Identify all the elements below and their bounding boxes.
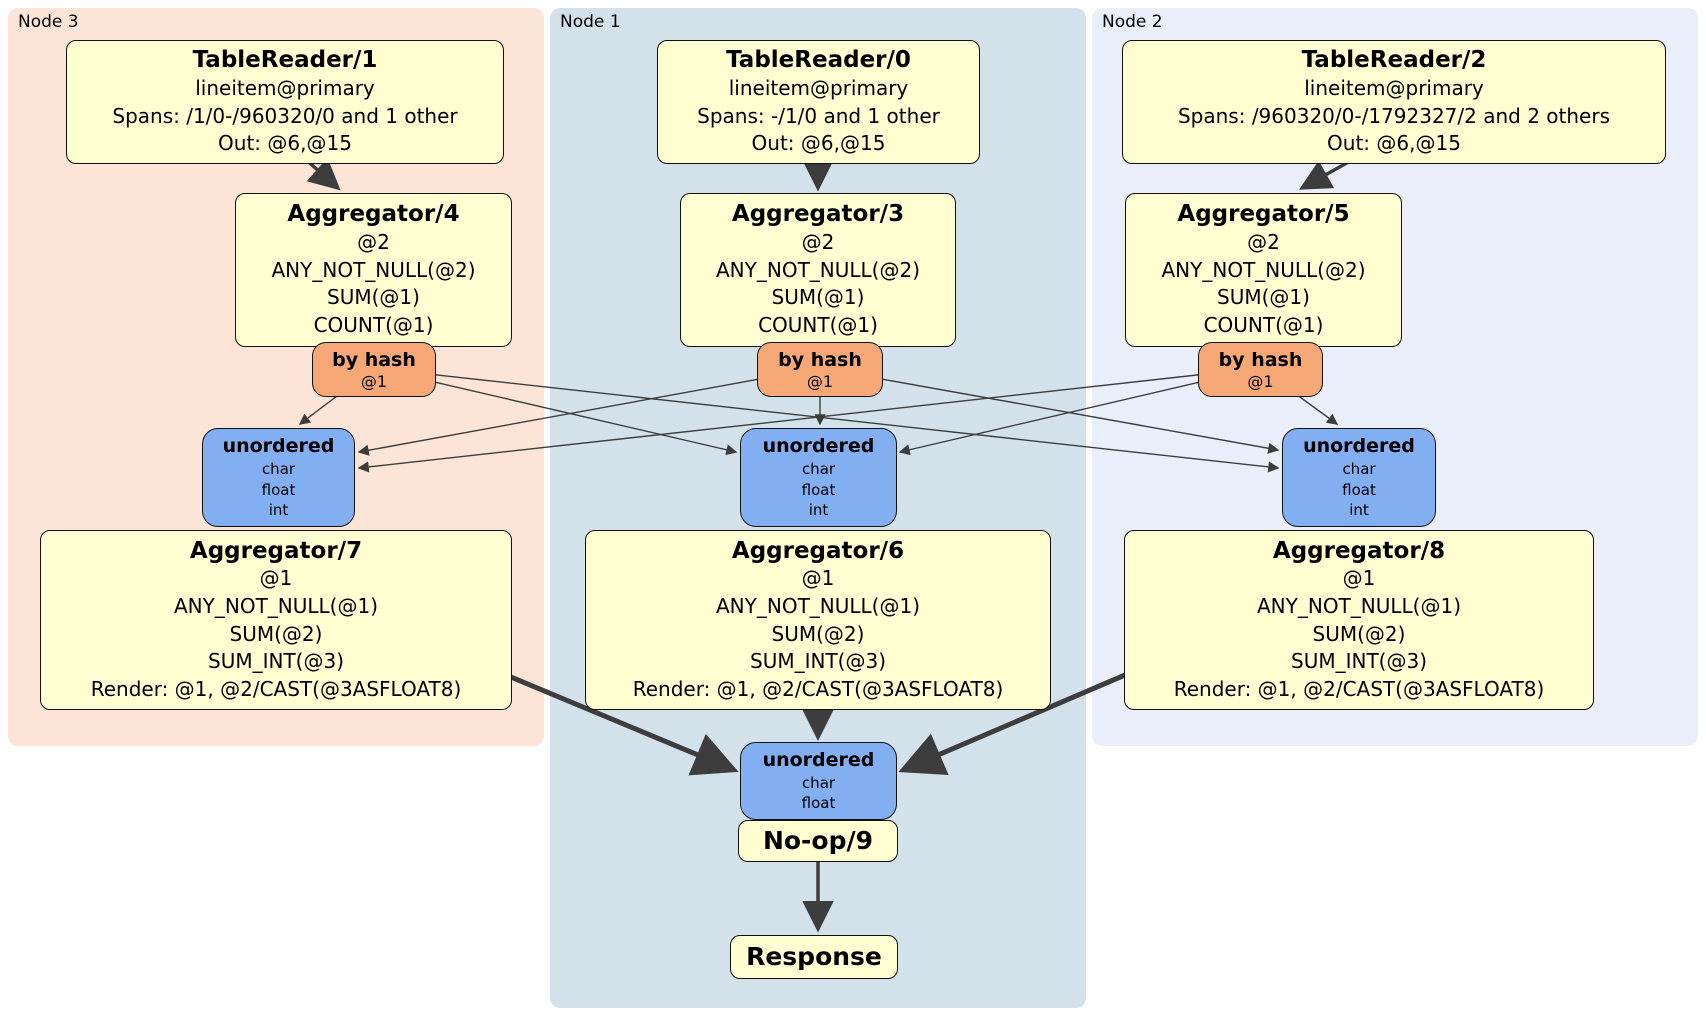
router-hash-center-box: by hash @1 (757, 342, 883, 397)
aggregator-6-box: Aggregator/6 @1 ANY_NOT_NULL(@1) SUM(@2)… (585, 530, 1051, 710)
aggregator-4-fn1: ANY_NOT_NULL(@2) (271, 257, 476, 282)
aggregator-7-group: @1 (259, 566, 293, 591)
aggregator-4-box: Aggregator/4 @2 ANY_NOT_NULL(@2) SUM(@1)… (235, 193, 512, 347)
aggregator-5-fn1: ANY_NOT_NULL(@2) (1161, 257, 1366, 282)
aggregator-5-group: @2 (1247, 230, 1280, 255)
aggregator-6-fn2: SUM(@2) (771, 621, 865, 646)
sync-unordered-center-box: unordered char float int (740, 428, 897, 527)
sync-unordered-left-title: unordered (222, 435, 335, 458)
aggregator-8-fn3: SUM_INT(@3) (1291, 649, 1427, 674)
tablereader-0-spans: Spans: -/1/0 and 1 other (697, 103, 940, 128)
sync-unordered-right-type-float: float (1342, 480, 1376, 499)
aggregator-6-title: Aggregator/6 (731, 537, 905, 564)
router-hash-center-title: by hash (778, 348, 862, 371)
node2-label: Node 2 (1102, 12, 1163, 32)
sync-unordered-final-type-char: char (801, 773, 836, 792)
aggregator-8-fn1: ANY_NOT_NULL(@1) (1257, 593, 1461, 618)
aggregator-5-box: Aggregator/5 @2 ANY_NOT_NULL(@2) SUM(@1)… (1125, 193, 1402, 347)
sync-unordered-final-box: unordered char float (740, 742, 897, 820)
aggregator-7-render: Render: @1, @2/CAST(@3ASFLOAT8) (90, 676, 462, 701)
sync-unordered-center-title: unordered (762, 435, 875, 458)
sync-unordered-center-type-char: char (801, 459, 836, 478)
router-hash-right-box: by hash @1 (1198, 342, 1323, 397)
response-box: Response (730, 935, 898, 979)
tablereader-0-title: TableReader/0 (726, 47, 911, 74)
aggregator-4-title: Aggregator/4 (287, 201, 460, 228)
aggregator-3-fn1: ANY_NOT_NULL(@2) (716, 257, 920, 282)
tablereader-2-index: lineitem@primary (1304, 75, 1484, 100)
aggregator-5-title: Aggregator/5 (1177, 201, 1350, 228)
aggregator-7-fn1: ANY_NOT_NULL(@1) (174, 593, 378, 618)
aggregator-4-fn2: SUM(@1) (327, 285, 420, 310)
aggregator-3-fn2: SUM(@1) (771, 285, 865, 310)
tablereader-1-title: TableReader/1 (192, 47, 378, 74)
sync-unordered-left-box: unordered char float int (202, 428, 355, 527)
aggregator-7-title: Aggregator/7 (189, 537, 363, 564)
aggregator-8-box: Aggregator/8 @1 ANY_NOT_NULL(@1) SUM(@2)… (1124, 530, 1594, 710)
response-title: Response (746, 942, 882, 972)
tablereader-1-out: Out: @6,@15 (218, 131, 352, 156)
tablereader-1-spans: Spans: /1/0-/960320/0 and 1 other (112, 103, 458, 128)
node1-label: Node 1 (560, 12, 621, 32)
sync-unordered-final-title: unordered (762, 748, 875, 771)
aggregator-7-fn3: SUM_INT(@3) (208, 649, 344, 674)
router-hash-center-key: @1 (806, 372, 834, 392)
sync-unordered-left-type-float: float (261, 480, 296, 499)
tablereader-1-index: lineitem@primary (195, 75, 375, 100)
sync-unordered-right-box: unordered char float int (1282, 428, 1436, 527)
aggregator-4-fn3: COUNT(@1) (313, 312, 434, 337)
sync-unordered-center-type-float: float (801, 480, 836, 499)
router-hash-left-box: by hash @1 (312, 342, 436, 397)
aggregator-6-group: @1 (801, 566, 835, 591)
noop-9-title: No-op/9 (762, 826, 874, 856)
aggregator-7-fn2: SUM(@2) (229, 621, 323, 646)
aggregator-3-fn3: COUNT(@1) (758, 312, 878, 337)
sync-unordered-center-type-int: int (808, 501, 829, 520)
tablereader-0-index: lineitem@primary (728, 75, 909, 100)
tablereader-2-title: TableReader/2 (1301, 47, 1487, 74)
node3-label: Node 3 (18, 12, 79, 32)
sync-unordered-right-type-int: int (1349, 501, 1369, 520)
tablereader-2-out: Out: @6,@15 (1327, 131, 1461, 156)
aggregator-3-box: Aggregator/3 @2 ANY_NOT_NULL(@2) SUM(@1)… (680, 193, 956, 347)
tablereader-2-spans: Spans: /960320/0-/1792327/2 and 2 others (1177, 103, 1610, 128)
aggregator-6-fn3: SUM_INT(@3) (750, 649, 886, 674)
sync-unordered-left-type-char: char (261, 459, 296, 478)
aggregator-8-render: Render: @1, @2/CAST(@3ASFLOAT8) (1173, 676, 1545, 701)
noop-9-box: No-op/9 (738, 820, 898, 862)
router-hash-right-title: by hash (1218, 348, 1303, 371)
aggregator-4-group: @2 (357, 230, 390, 255)
aggregator-8-fn2: SUM(@2) (1312, 621, 1406, 646)
aggregator-8-title: Aggregator/8 (1272, 537, 1446, 564)
aggregator-3-group: @2 (801, 230, 835, 255)
tablereader-1-box: TableReader/1 lineitem@primary Spans: /1… (66, 40, 504, 164)
router-hash-left-title: by hash (332, 348, 416, 371)
router-hash-left-key: @1 (360, 372, 388, 392)
tablereader-0-box: TableReader/0 lineitem@primary Spans: -/… (657, 40, 980, 164)
aggregator-3-title: Aggregator/3 (731, 201, 905, 228)
aggregator-7-box: Aggregator/7 @1 ANY_NOT_NULL(@1) SUM(@2)… (40, 530, 512, 710)
tablereader-2-box: TableReader/2 lineitem@primary Spans: /9… (1122, 40, 1666, 164)
aggregator-6-fn1: ANY_NOT_NULL(@1) (716, 593, 920, 618)
aggregator-5-fn2: SUM(@1) (1217, 285, 1310, 310)
sync-unordered-final-type-float: float (801, 794, 836, 813)
sync-unordered-right-type-char: char (1342, 459, 1376, 478)
aggregator-6-render: Render: @1, @2/CAST(@3ASFLOAT8) (632, 676, 1004, 701)
sync-unordered-right-title: unordered (1303, 435, 1415, 458)
router-hash-right-key: @1 (1247, 372, 1274, 392)
sync-unordered-left-type-int: int (268, 501, 289, 520)
aggregator-5-fn3: COUNT(@1) (1203, 312, 1324, 337)
aggregator-8-group: @1 (1342, 566, 1376, 591)
tablereader-0-out: Out: @6,@15 (751, 131, 886, 156)
